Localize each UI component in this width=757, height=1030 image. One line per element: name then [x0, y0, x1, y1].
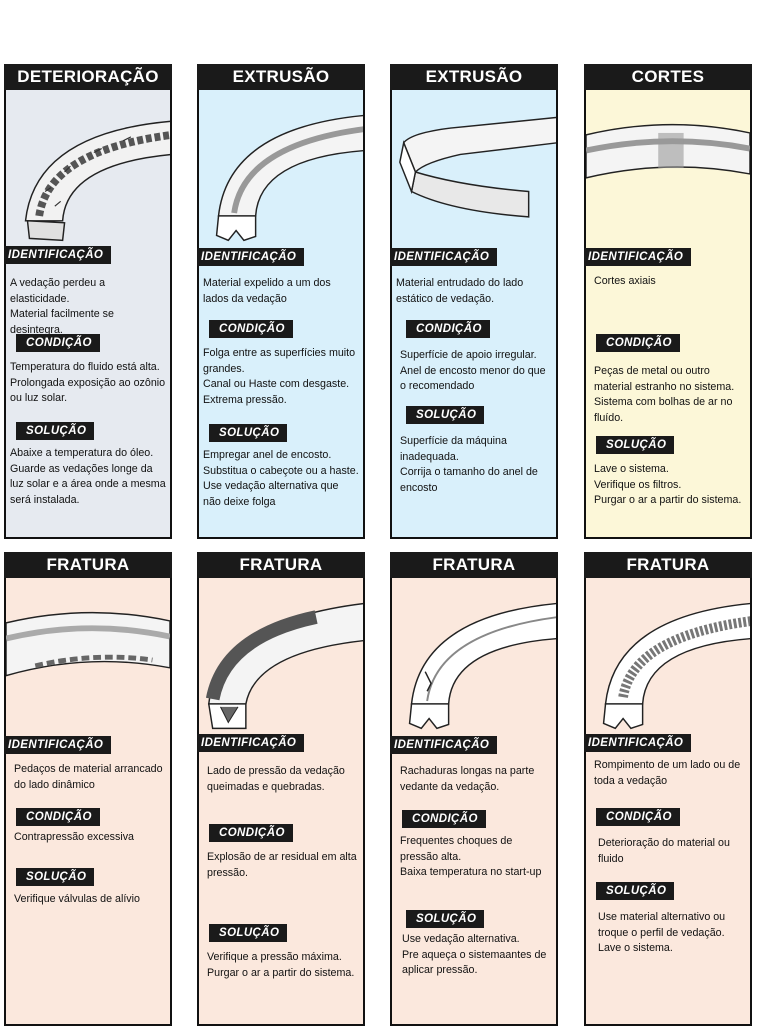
card-cortes: CORTES IDENTIFICAÇÃO Cortes axiais CONDI…: [584, 64, 752, 539]
condicao-label: CONDIÇÃO: [402, 810, 486, 828]
card-fratura-4: FRATURA IDENTIFICAÇÃO Rompimento de um l…: [584, 552, 752, 1026]
card-title: FRATURA: [4, 552, 172, 578]
identificacao-label: IDENTIFICAÇÃO: [197, 734, 305, 752]
seal-extruded-static-illustration: [399, 116, 556, 218]
card-fratura-3: FRATURA IDENTIFICAÇÃO Rachaduras longas …: [390, 552, 558, 1026]
condicao-label: CONDIÇÃO: [209, 320, 293, 338]
condicao-label: CONDIÇÃO: [596, 808, 680, 826]
card-title: CORTES: [584, 64, 752, 90]
seal-burned-illustration: [205, 602, 363, 730]
condicao-label: CONDIÇÃO: [406, 320, 490, 338]
identificacao-label: IDENTIFICAÇÃO: [390, 248, 498, 266]
condicao-text: Frequentes choques de pressão alta.Baixa…: [400, 835, 542, 878]
seal-cut-illustration: [586, 123, 750, 179]
condicao-text: Peças de metal ou outro material estranh…: [594, 365, 735, 424]
card-fratura-1: FRATURA IDENTIFICAÇÃO Pedaços de materia…: [4, 552, 172, 1026]
condicao-text: Folga entre as superfícies muito grandes…: [203, 347, 356, 406]
solucao-label: SOLUÇÃO: [406, 406, 485, 424]
card-title: EXTRUSÃO: [390, 64, 558, 90]
solucao-label: SOLUÇÃO: [16, 422, 95, 440]
seal-deteriorated-illustration: [24, 120, 170, 242]
condicao-text: Temperatura do fluido está alta.Prolonga…: [10, 361, 166, 404]
solucao-label: SOLUÇÃO: [596, 882, 675, 900]
card-extrusao-1: EXTRUSÃO IDENTIFICAÇÃO Material expelido…: [197, 64, 365, 539]
solucao-text: Empregar anel de encosto.Substitua o cab…: [203, 449, 359, 508]
solucao-label: SOLUÇÃO: [596, 436, 675, 454]
card-deterioracao: DETERIORAÇÃO IDENTIFICAÇÃO A vedação per…: [4, 64, 172, 539]
condicao-text: Superfície de apoio irregular.Anel de en…: [400, 349, 546, 392]
solucao-text: Lave o sistema.Verifique os filtros.Purg…: [594, 463, 742, 506]
card-title: FRATURA: [584, 552, 752, 578]
identificacao-text: Material expelido a um dos lados da veda…: [203, 277, 331, 305]
card-title: DETERIORAÇÃO: [4, 64, 172, 90]
solucao-text: Verifique a pressão máxima.Purgar o ar a…: [207, 951, 355, 979]
identificacao-text: Pedaços de material arrancado do lado di…: [14, 763, 163, 791]
identificacao-text: A vedação perdeu a elasticidade.Material…: [10, 277, 114, 336]
condicao-text: Deterioração do material ou fluido: [598, 837, 730, 865]
identificacao-label: IDENTIFICAÇÃO: [4, 246, 112, 264]
identificacao-label: IDENTIFICAÇÃO: [584, 248, 692, 266]
seal-ruptured-illustration: [602, 602, 750, 730]
condicao-text: Explosão de ar residual em alta pressão.: [207, 851, 357, 879]
solucao-text: Abaixe a temperatura do óleo.Guarde as v…: [10, 447, 166, 506]
identificacao-label: IDENTIFICAÇÃO: [4, 736, 112, 754]
card-fratura-2: FRATURA IDENTIFICAÇÃO Lado de pressão da…: [197, 552, 365, 1026]
card-title: FRATURA: [390, 552, 558, 578]
seal-extruded-illustration: [215, 114, 363, 242]
identificacao-text: Cortes axiais: [594, 275, 656, 287]
card-title: FRATURA: [197, 552, 365, 578]
card-title: EXTRUSÃO: [197, 64, 365, 90]
identificacao-text: Rompimento de um lado ou de toda a vedaç…: [594, 759, 741, 787]
identificacao-label: IDENTIFICAÇÃO: [197, 248, 305, 266]
solucao-text: Superfície da máquina inadequada.Corrija…: [400, 435, 538, 494]
solucao-text: Verifique válvulas de alívio: [14, 893, 140, 905]
solucao-text: Use material alternativo ou troque o per…: [598, 911, 726, 954]
solucao-label: SOLUÇÃO: [209, 924, 288, 942]
identificacao-text: Material entrudado do lado estático de v…: [396, 277, 524, 305]
solucao-text: Use vedação alternativa.Pre aqueça o sis…: [402, 933, 547, 976]
card-extrusao-2: EXTRUSÃO IDENTIFICAÇÃO Material entrudad…: [390, 64, 558, 539]
condicao-label: CONDIÇÃO: [16, 808, 100, 826]
condicao-label: CONDIÇÃO: [596, 334, 680, 352]
solucao-label: SOLUÇÃO: [209, 424, 288, 442]
identificacao-label: IDENTIFICAÇÃO: [584, 734, 692, 752]
condicao-label: CONDIÇÃO: [16, 334, 100, 352]
seal-fractured-dynamic-illustration: [6, 611, 170, 677]
condicao-text: Contrapressão excessiva: [14, 831, 134, 843]
solucao-label: SOLUÇÃO: [16, 868, 95, 886]
identificacao-text: Rachaduras longas na parte vedante da ve…: [400, 765, 535, 793]
identificacao-label: IDENTIFICAÇÃO: [390, 736, 498, 754]
identificacao-text: Lado de pressão da vedação queimadas e q…: [207, 765, 345, 793]
solucao-label: SOLUÇÃO: [406, 910, 485, 928]
seal-cracked-illustration: [408, 602, 556, 730]
condicao-label: CONDIÇÃO: [209, 824, 293, 842]
